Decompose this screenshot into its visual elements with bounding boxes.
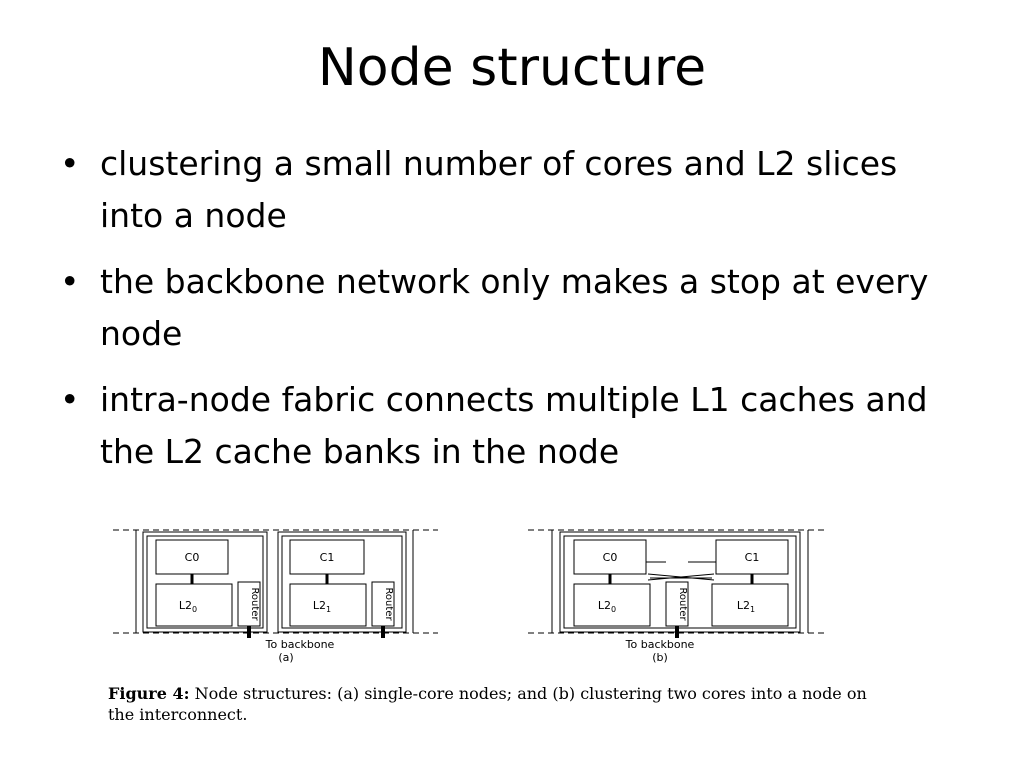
- figure-caption: Figure 4: Node structures: (a) single-co…: [108, 683, 868, 725]
- l2-0-box: [155, 583, 233, 627]
- l2-0-label: L20: [179, 599, 197, 614]
- l2-1-label-b: L21: [737, 599, 755, 614]
- bullet-list: clustering a small number of cores and L…: [60, 138, 960, 492]
- backbone-label-a: To backbone: [265, 638, 335, 651]
- backbone-label-b: To backbone: [625, 638, 695, 651]
- subfigure-label-a: (a): [278, 651, 293, 664]
- router-label: Router: [249, 587, 260, 621]
- l2-1-box-b: [711, 583, 789, 627]
- router-label: Router: [383, 587, 394, 621]
- figure-number: Figure 4:: [108, 684, 190, 703]
- router-label-b: Router: [677, 587, 688, 621]
- figure-diagram: C0 C1 L20 L21 Router Router To backbone …: [113, 529, 828, 664]
- cluster-node-inner-frame: [563, 535, 797, 629]
- subfigure-label-b: (b): [652, 651, 668, 664]
- node-1-inner-frame: [281, 535, 403, 629]
- slide-title: Node structure: [317, 38, 707, 98]
- cluster-node-frame: [559, 531, 801, 633]
- core-c1-label-b: C1: [745, 551, 760, 564]
- l2-1-label: L21: [313, 599, 331, 614]
- core-c0-label-b: C0: [603, 551, 618, 564]
- node-0-inner-frame: [146, 535, 264, 629]
- l2-0-box-b: [573, 583, 651, 627]
- core-c0-label: C0: [185, 551, 200, 564]
- node-0-frame: [142, 531, 268, 633]
- node-1-frame: [277, 531, 407, 633]
- l2-0-label-b: L20: [598, 599, 616, 614]
- bullet-item: the backbone network only makes a stop a…: [60, 256, 960, 360]
- node-structure-figure: C0 C1 L20 L21 Router Router To backbone …: [108, 522, 848, 732]
- figure-caption-text: Node structures: (a) single-core nodes; …: [108, 684, 867, 724]
- bullet-item: intra-node fabric connects multiple L1 c…: [60, 374, 960, 478]
- core-c1-label: C1: [320, 551, 335, 564]
- bullet-item: clustering a small number of cores and L…: [60, 138, 960, 242]
